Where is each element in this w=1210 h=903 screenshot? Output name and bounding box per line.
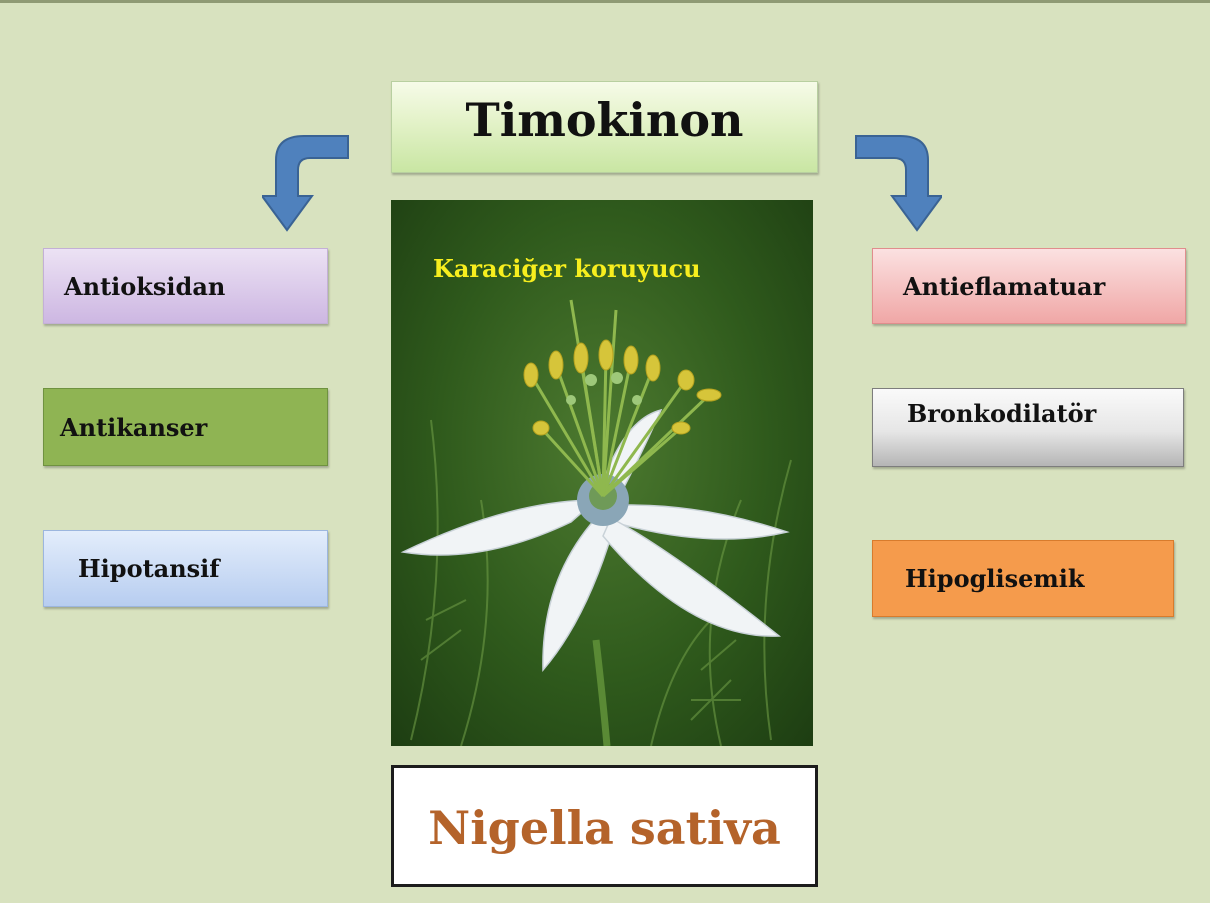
curved-arrow-right-icon (850, 130, 942, 234)
species-name: Nigella sativa (428, 801, 781, 855)
effect-box-hipoglisemik: Hipoglisemik (872, 540, 1174, 617)
effect-box-bronkodilator: Bronkodilatör (872, 388, 1184, 467)
species-name-box: Nigella sativa (391, 765, 818, 887)
effect-label: Antikanser (60, 413, 207, 442)
center-title-box: Timokinon (391, 81, 818, 173)
effect-box-antioksidan: Antioksidan (43, 248, 328, 324)
effect-box-hipotansif: Hipotansif (43, 530, 328, 607)
curved-arrow-left-icon (262, 130, 354, 234)
effect-box-antikanser: Antikanser (43, 388, 328, 466)
effect-label: Antieflamatuar (903, 272, 1105, 301)
photo-caption: Karaciğer koruyucu (433, 254, 701, 283)
effect-label: Antioksidan (64, 272, 225, 301)
top-border (0, 0, 1210, 3)
effect-label: Bronkodilatör (907, 399, 1096, 428)
center-title: Timokinon (466, 93, 744, 147)
effect-box-antieflamatuar: Antieflamatuar (872, 248, 1186, 324)
effect-label: Hipotansif (78, 554, 220, 583)
effect-label: Hipoglisemik (905, 564, 1085, 593)
